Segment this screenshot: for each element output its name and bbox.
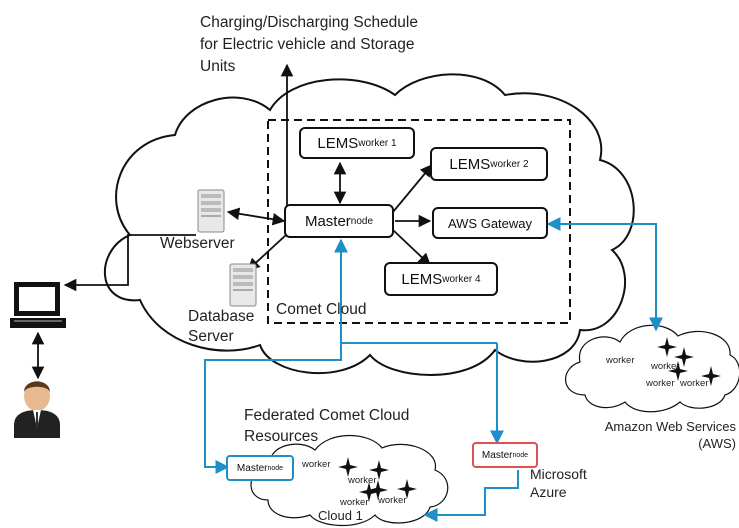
computer-terminal-icon [10,282,66,328]
schedule-title-line3: Units [200,58,236,75]
database-server-label: Database Server [188,307,254,347]
lems-worker-1-sub: worker 1 [358,137,397,149]
cloud1-master-main: Master [236,462,268,474]
federated-label: Federated Comet Cloud Resources [244,405,409,447]
azure-label: Microsoft Azure [530,465,587,501]
aws-worker-label: worker [606,355,635,366]
star-icon [359,482,379,502]
database-label-line2: Server [188,328,234,345]
star-icon [657,337,677,357]
star-icon [668,361,688,381]
aws-label-line1: Amazon Web Services [604,419,736,434]
schedule-title-line2: for Electric vehicle and Storage [200,36,415,53]
blue-links [204,217,663,522]
star-icon [674,347,694,367]
lems-worker-4-sub: worker 4 [442,273,481,285]
lems-worker-1-main: LEMS [317,134,359,152]
aws-cloud [565,324,739,413]
aws-worker-label: worker [680,378,709,389]
database-server-icon [229,263,257,307]
star-icon [701,366,721,386]
aws-gateway-node[interactable]: AWS Gateway [432,207,548,239]
cloud1-worker-label: worker [340,497,369,508]
cloud1-label: Cloud 1 [318,508,363,523]
aws-gateway-label: AWS Gateway [447,215,533,231]
lems-worker-4-main: LEMS [401,270,443,288]
azure-label-line2: Azure [530,484,567,500]
aws-label-line2: (AWS) [698,436,736,451]
star-icon [369,460,389,480]
azure-master-sub: node [512,451,529,459]
cloud1-stars [338,457,417,502]
black-links [31,63,433,380]
azure-master-main: Master [481,449,513,461]
cloud1-worker-label: worker [302,459,331,470]
aws-worker-label: worker [646,378,675,389]
star-icon [397,479,417,499]
azure-label-line1: Microsoft [530,466,587,482]
server-icon [197,189,225,233]
master-node-main: Master [304,212,351,230]
cloud-1 [250,434,449,527]
star-icon [338,457,358,477]
federated-label-line2: Resources [244,428,319,445]
master-node-sub: node [350,215,374,227]
cloud1-worker-label: worker [378,495,407,506]
federated-label-line1: Federated Comet Cloud [244,407,410,424]
aws-worker-label: worker [651,361,680,372]
database-label-line1: Database [188,308,255,325]
comet-cloud-label: Comet Cloud [276,301,367,318]
cloud1-worker-label: worker [348,475,377,486]
lems-worker-2-main: LEMS [449,155,491,173]
webserver-label: Webserver [160,235,235,252]
star-icon [368,480,388,500]
lems-worker-2-sub: worker 2 [490,158,529,170]
schedule-title-line1: Charging/Discharging Schedule [200,14,418,31]
aws-label: Amazon Web Services (AWS) [598,418,736,452]
aws-stars [657,337,721,386]
user-icon [14,381,60,438]
cloud1-master-sub: node [267,464,284,472]
schedule-title: Charging/Discharging Schedule for Electr… [200,12,418,78]
